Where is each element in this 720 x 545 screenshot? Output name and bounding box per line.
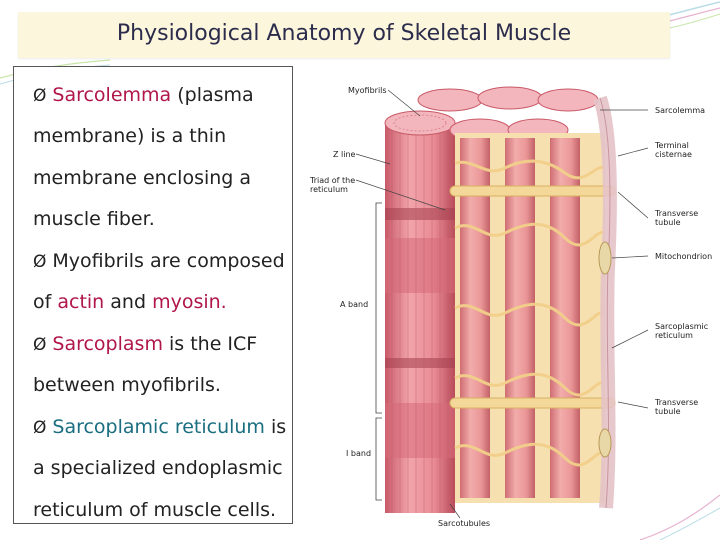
- bullet-1-line-2: membrane) is a thin: [33, 125, 227, 147]
- bullet-arrow-icon: Ø: [33, 418, 47, 438]
- label-myofibrils: Myofibrils: [348, 86, 387, 95]
- label-sarcoplasmic-reticulum: Sarcoplasmic reticulum: [655, 322, 709, 340]
- term-actin: actin: [57, 291, 105, 313]
- bullet-1-line-3: membrane enclosing a: [33, 167, 252, 189]
- muscle-anatomy-figure: Myofibrils Sarcolemma Z line Triad of th…: [300, 68, 720, 540]
- term-myosin: myosin.: [152, 291, 227, 313]
- bullet-2-line-2: of actin and myosin.: [33, 291, 227, 313]
- muscle-fiber-illustration: [355, 86, 649, 519]
- label-triad: Triad of the reticulum: [310, 176, 356, 194]
- page-title: Physiological Anatomy of Skeletal Muscle: [116, 21, 572, 46]
- bullet-3-line-2: between myofibrils.: [33, 374, 221, 396]
- label-i-band: I band: [346, 449, 372, 458]
- bullet-4-line-3: reticulum of muscle cells.: [33, 499, 277, 521]
- label-terminal-cisternae: Terminal cisternae: [655, 141, 692, 159]
- label-mitochondrion: Mitochondrion: [655, 252, 713, 261]
- term-sarcoplasmic-reticulum: Sarcoplamic reticulum: [52, 416, 265, 438]
- bullet-arrow-icon: Ø: [33, 335, 47, 355]
- term-sarcoplasm: Sarcoplasm: [52, 333, 163, 355]
- bullet-1-line-4: muscle fiber.: [33, 208, 155, 230]
- bullet-arrow-icon: Ø: [33, 252, 47, 272]
- label-a-band: A band: [340, 300, 369, 309]
- term-sarcolemma: Sarcolemma: [52, 84, 172, 106]
- title-banner: Physiological Anatomy of Skeletal Muscle: [18, 12, 670, 58]
- label-transverse-tubule-2: Transverse tubule: [655, 398, 699, 416]
- label-sarcolemma: Sarcolemma: [655, 106, 706, 115]
- label-transverse-tubule-1: Transverse tubule: [655, 209, 699, 227]
- label-z-line: Z line: [333, 150, 356, 159]
- label-sarcotubules: Sarcotubules: [438, 519, 491, 528]
- bullet-arrow-icon: Ø: [33, 86, 47, 106]
- bullet-4-line-2: a specialized endoplasmic: [33, 457, 283, 479]
